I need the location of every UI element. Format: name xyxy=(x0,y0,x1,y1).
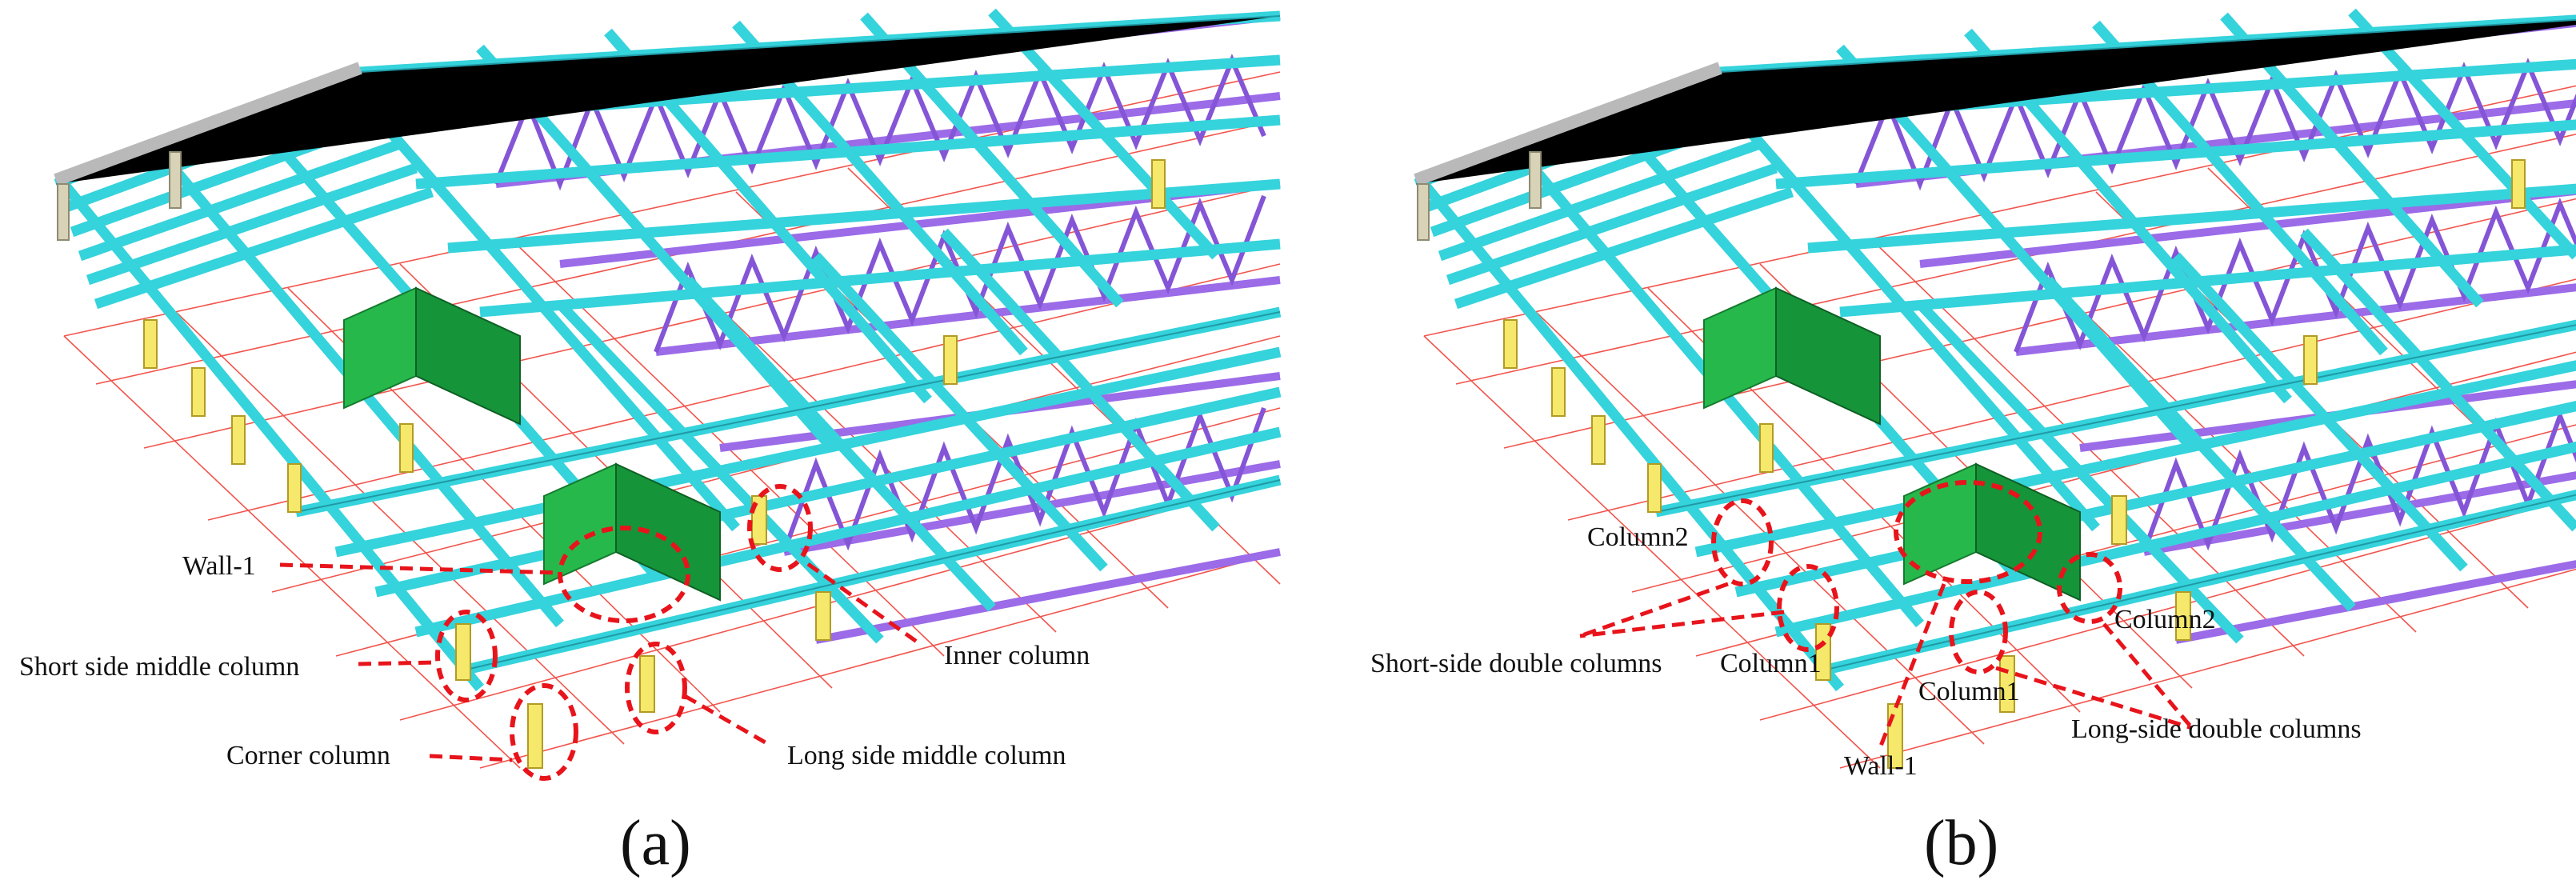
column1-right-ring xyxy=(1949,590,2008,674)
label-corner-column: Corner column xyxy=(226,741,390,770)
label-long-side-double-columns: Long-side double columns xyxy=(2071,714,2362,744)
label-column2-left: Column2 xyxy=(1587,522,1689,552)
column2-left-ring xyxy=(1711,498,1774,586)
short-side-column-ring xyxy=(435,610,498,702)
column2-right-ring xyxy=(2057,552,2122,624)
caption-a: (a) xyxy=(620,808,691,878)
panel-a: Wall-1 Short side middle column Corner c… xyxy=(19,12,1280,878)
wall-1-ring-b xyxy=(1894,480,2042,584)
long-side-column-ring xyxy=(625,642,687,734)
label-column1-right: Column1 xyxy=(1918,677,2020,706)
label-short-side-double-columns: Short-side double columns xyxy=(1370,649,1662,678)
panel-b-callouts xyxy=(1579,480,2194,749)
panel-b: Column2 Short-side double columns Column… xyxy=(1370,12,2576,878)
label-column1-left: Column1 xyxy=(1720,649,1822,678)
label-wall-1: Wall-1 xyxy=(182,551,256,581)
label-inner-column: Inner column xyxy=(944,641,1090,670)
label-wall-1-b: Wall-1 xyxy=(1844,751,1918,781)
corner-column-ring xyxy=(510,683,578,781)
panel-a-callouts xyxy=(279,484,922,781)
caption-b: (b) xyxy=(1924,808,1998,878)
wall-1-ring xyxy=(558,526,690,623)
column1-left-ring xyxy=(1777,564,1839,652)
inner-column-ring xyxy=(747,484,813,572)
label-long-side-middle-column: Long side middle column xyxy=(787,741,1066,770)
label-column2-right: Column2 xyxy=(2114,605,2216,634)
label-short-side-middle-column: Short side middle column xyxy=(19,652,299,682)
